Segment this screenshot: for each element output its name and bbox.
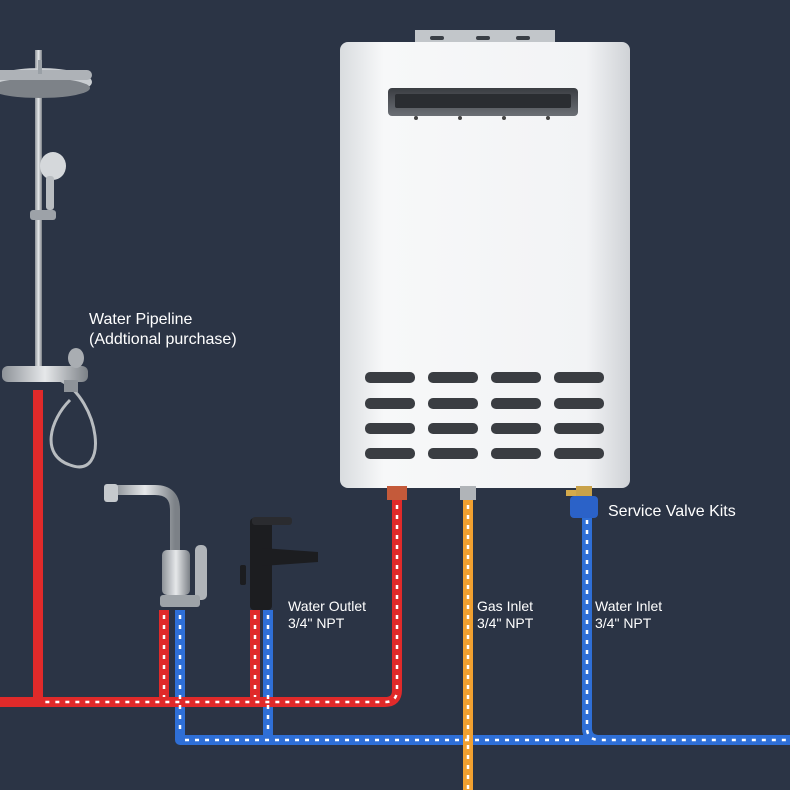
ventilation-grille [365,372,604,459]
water-inlet-label-line1: Water Inlet [595,598,663,614]
water-heater [340,30,630,518]
water-inlet-pipe [582,518,601,745]
gas-inlet-label-line1: Gas Inlet [477,598,534,614]
shower-mixer [2,366,88,382]
water-outlet-connector [387,486,407,500]
water-outlet-label: Water Outlet 3/4" NPT [288,598,366,632]
shower-set [0,50,97,469]
shower-arm [38,60,42,74]
kitchen-faucet [104,484,207,607]
water-inlet-label: Water Inlet 3/4" NPT [595,598,662,632]
water-pipeline-label-line2: (Addtional purchase) [89,331,237,348]
service-valve [570,496,598,518]
hot-water-pipe [0,500,402,707]
water-outlet-label-line2: 3/4" NPT [288,615,345,631]
shower-hose [49,378,97,469]
basin-faucet [240,517,318,610]
water-inlet-connector [576,486,592,496]
water-pipeline-label-line1: Water Pipeline [89,311,193,328]
hand-shower-head [40,152,66,180]
gas-inlet-label-line2: 3/4" NPT [477,615,534,631]
service-valve-label: Service Valve Kits [608,503,736,520]
gas-inlet-connector [460,486,476,500]
water-inlet-label-line2: 3/4" NPT [595,615,652,631]
flow-arrows [45,505,790,790]
gas-inlet-label: Gas Inlet 3/4" NPT [477,598,533,632]
water-pipeline-label: Water Pipeline (Addtional purchase) [89,310,237,350]
water-outlet-label-line1: Water Outlet [288,598,367,614]
